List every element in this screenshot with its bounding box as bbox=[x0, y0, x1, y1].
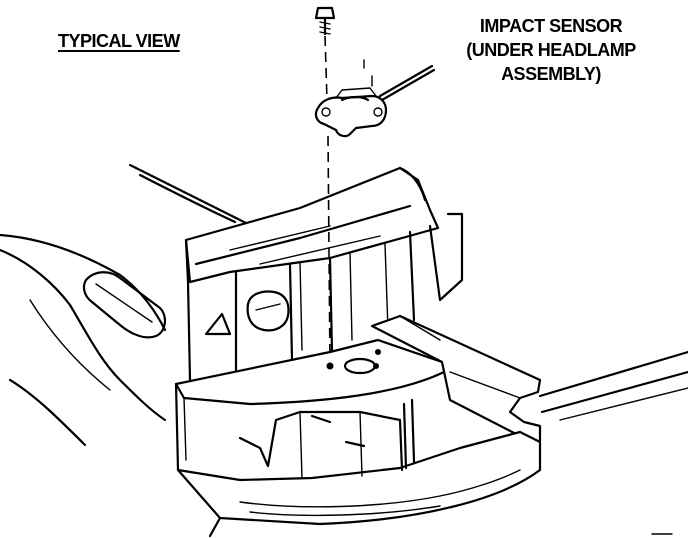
alignment-line bbox=[324, 35, 331, 367]
lower-valance bbox=[176, 398, 542, 538]
lower-tray bbox=[174, 338, 450, 472]
view-label: TYPICAL VIEW bbox=[58, 31, 180, 51]
side-rail bbox=[370, 314, 688, 444]
callout-line-1: IMPACT SENSOR bbox=[479, 16, 623, 36]
mounting-bolt bbox=[314, 6, 336, 36]
fender-body bbox=[0, 163, 252, 447]
impact-sensor-callout: IMPACT SENSOR (UNDER HEADLAMP ASSEMBLY) bbox=[432, 14, 670, 86]
inner-wall bbox=[186, 212, 464, 382]
callout-line-2: (UNDER HEADLAMP bbox=[466, 40, 636, 60]
fender-vent bbox=[82, 271, 166, 339]
impact-sensor bbox=[314, 59, 436, 138]
upper-panel bbox=[184, 166, 440, 284]
callout-line-3: ASSEMBLY) bbox=[501, 64, 601, 84]
